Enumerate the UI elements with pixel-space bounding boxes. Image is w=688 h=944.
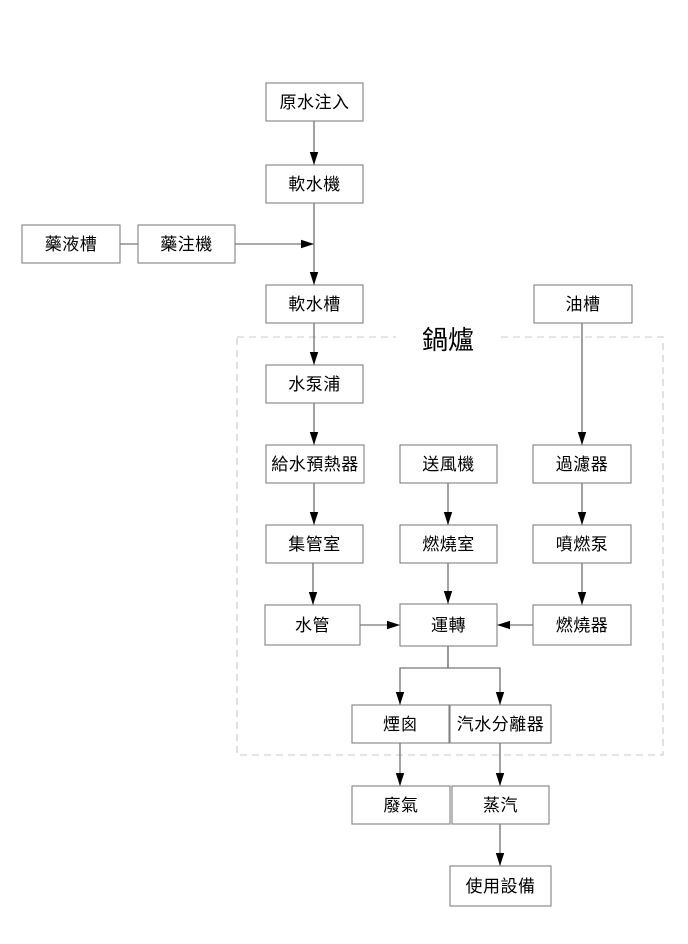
group-label-backdrop [396, 322, 500, 360]
node-chimney[interactable]: 煙囪 [351, 704, 450, 744]
node-box-feedwater-preheater [265, 444, 365, 484]
node-label-end-use-equipment: 使用設備 [466, 876, 536, 897]
node-header-chamber[interactable]: 集管室 [265, 524, 364, 564]
node-label-chemical-injector: 藥注機 [160, 235, 213, 255]
node-label-steam: 蒸汽 [483, 796, 518, 816]
edge-operation-to-separator [447, 646, 501, 705]
node-forced-draft-fan[interactable]: 送風機 [399, 444, 498, 484]
node-label-header-chamber: 集管室 [288, 535, 341, 555]
node-label-exhaust-gas: 廢氣 [384, 796, 419, 816]
node-box-steam [451, 785, 550, 825]
node-water-pipe[interactable]: 水管 [264, 604, 361, 646]
node-box-chemical-tank [21, 224, 121, 264]
group-label-boiler: 鍋爐 [422, 326, 474, 356]
node-label-combustion-chamber: 燃燒室 [422, 535, 475, 555]
arrowhead-steam-to-equipment [495, 853, 505, 866]
boiler-boundary [236, 336, 664, 756]
node-box-forced-draft-fan [399, 444, 498, 484]
node-chemical-tank[interactable]: 藥液槽 [21, 224, 121, 264]
arrowhead-preheater-to-header [309, 512, 319, 525]
node-end-use-equipment[interactable]: 使用設備 [449, 865, 552, 907]
node-label-water-softener: 軟水機 [288, 175, 341, 195]
edge-operation-to-chimney [399, 646, 449, 705]
arrowhead-fan-to-combustion-chamber [443, 512, 453, 525]
arrowhead-softener-to-soft-tank [309, 272, 319, 285]
arrowhead-operation-to-separator [495, 692, 505, 705]
node-box-fuel-injection-pump [532, 524, 632, 564]
edges-layer [120, 121, 587, 866]
node-box-exhaust-gas [351, 785, 451, 825]
node-box-soft-water-tank [265, 284, 364, 324]
node-box-filter [532, 444, 632, 484]
arrowhead-pump-to-preheater [309, 432, 319, 445]
node-label-raw-water-inlet: 原水注入 [280, 93, 350, 113]
node-label-forced-draft-fan: 送風機 [422, 455, 475, 475]
node-label-operation: 運轉 [431, 616, 466, 636]
node-label-oil-tank: 油槽 [566, 295, 601, 315]
arrowhead-burner-to-operation [497, 620, 510, 630]
node-label-chimney: 煙囪 [383, 715, 418, 735]
node-water-softener[interactable]: 軟水機 [265, 164, 364, 204]
node-label-chemical-tank: 藥液槽 [45, 235, 98, 255]
node-label-feedwater-preheater: 給水預熱器 [271, 455, 359, 475]
node-box-raw-water-inlet [265, 82, 364, 122]
node-box-steam-separator [449, 704, 552, 744]
arrowhead-raw-water-to-softener [309, 152, 319, 165]
node-water-pump[interactable]: 水泵浦 [265, 364, 364, 404]
node-steam[interactable]: 蒸汽 [451, 785, 550, 825]
node-feedwater-preheater[interactable]: 給水預熱器 [265, 444, 365, 484]
node-box-combustion-chamber [399, 524, 498, 564]
node-label-filter: 過濾器 [556, 455, 609, 475]
node-box-end-use-equipment [449, 865, 552, 907]
node-box-operation [399, 603, 498, 647]
node-box-chimney [351, 704, 450, 744]
node-raw-water-inlet[interactable]: 原水注入 [265, 82, 364, 122]
node-box-burner [532, 604, 632, 646]
group-label-layer: 鍋爐 [396, 322, 500, 360]
arrowhead-separator-to-steam [495, 773, 505, 786]
node-operation[interactable]: 運轉 [399, 603, 498, 647]
node-chemical-injector[interactable]: 藥注機 [137, 224, 236, 264]
node-soft-water-tank[interactable]: 軟水槽 [265, 284, 364, 324]
node-filter[interactable]: 過濾器 [532, 444, 632, 484]
node-box-chemical-injector [137, 224, 236, 264]
node-label-soft-water-tank: 軟水槽 [288, 295, 341, 315]
node-burner[interactable]: 燃燒器 [532, 604, 632, 646]
boiler-group-layer [236, 336, 664, 756]
arrowhead-oil-tank-to-filter [577, 432, 587, 445]
node-combustion-chamber[interactable]: 燃燒室 [399, 524, 498, 564]
arrowhead-soft-tank-to-pump [309, 352, 319, 365]
node-label-water-pipe: 水管 [295, 616, 330, 636]
node-label-steam-separator: 汽水分離器 [457, 715, 545, 735]
node-exhaust-gas[interactable]: 廢氣 [351, 785, 451, 825]
node-box-oil-tank [533, 284, 633, 324]
node-box-water-pipe [264, 604, 361, 646]
arrowhead-injector-to-feedline [301, 239, 314, 249]
node-box-header-chamber [265, 524, 364, 564]
arrowhead-operation-to-chimney [395, 692, 405, 705]
arrowhead-combustion-chamber-to-operation [443, 591, 453, 604]
arrowhead-chimney-to-exhaust [395, 773, 405, 786]
arrowhead-filter-to-fuel-pump [577, 512, 587, 525]
node-steam-separator[interactable]: 汽水分離器 [449, 704, 552, 744]
arrowhead-waterpipe-to-operation [387, 620, 400, 630]
node-box-water-pump [265, 364, 364, 404]
node-oil-tank[interactable]: 油槽 [533, 284, 633, 324]
node-fuel-injection-pump[interactable]: 噴燃泵 [532, 524, 632, 564]
node-label-burner: 燃燒器 [556, 616, 609, 636]
arrowhead-fuel-pump-to-burner [577, 592, 587, 605]
node-label-water-pump: 水泵浦 [288, 375, 341, 395]
node-label-fuel-injection-pump: 噴燃泵 [556, 535, 609, 555]
arrowhead-header-to-waterpipe [308, 592, 318, 605]
node-box-water-softener [265, 164, 364, 204]
